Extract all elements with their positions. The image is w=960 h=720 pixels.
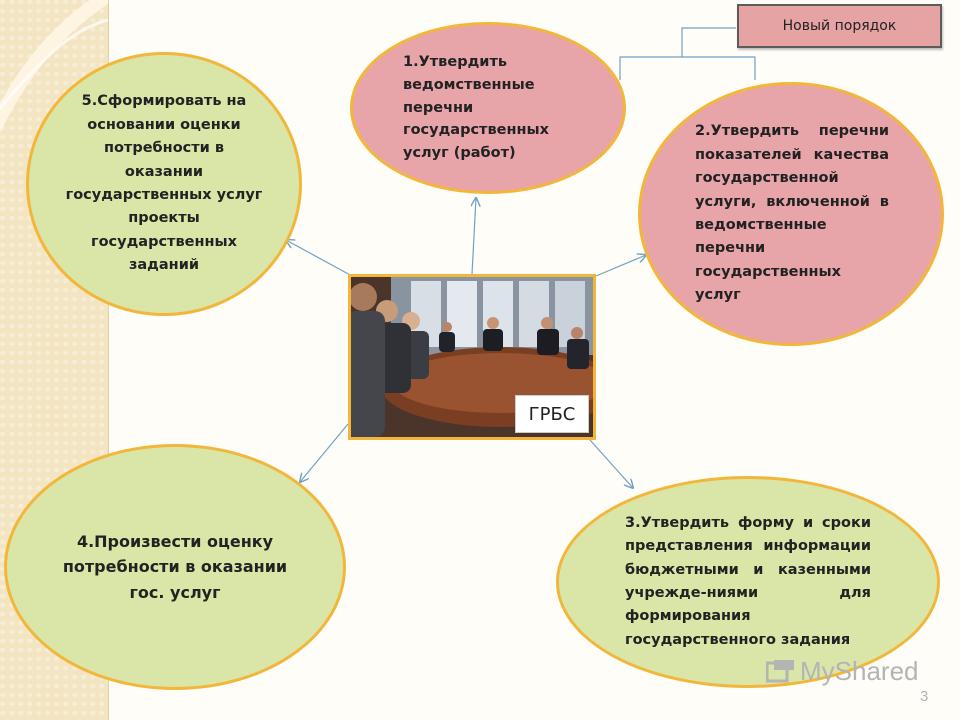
bracket-new-order xyxy=(619,27,756,80)
new-order-label: Новый порядок xyxy=(782,18,897,34)
arrow-to-node-3 xyxy=(589,439,633,488)
node-5-form-assignments: 5.Сформировать на основании оценки потре… xyxy=(26,52,302,316)
node-3-reporting-form: 3.Утвердить форму и сроки представления … xyxy=(556,476,940,688)
arrow-to-node-1 xyxy=(472,198,476,275)
node-2-quality-indicators: 2.Утвердить перечни показателей качества… xyxy=(638,82,944,346)
new-order-box: Новый порядок xyxy=(737,4,942,48)
myshared-watermark: MyShared xyxy=(766,656,919,687)
myshared-logo-icon xyxy=(766,659,794,682)
node-1-approve-lists: 1.Утвердить ведомственные перечни госуда… xyxy=(350,22,626,194)
node-1-text: 1.Утвердить ведомственные перечни госуда… xyxy=(403,54,549,162)
page-number: 3 xyxy=(920,688,929,705)
node-2-text: 2.Утвердить перечни показателей качества… xyxy=(695,123,889,304)
decorative-swirl xyxy=(0,0,108,134)
node-4-text: 4.Произвести оценку потребности в оказан… xyxy=(62,531,288,602)
arrow-to-node-5 xyxy=(286,240,353,277)
arrow-to-node-2 xyxy=(595,255,646,277)
arrow-to-node-4 xyxy=(300,423,349,482)
node-5-text: 5.Сформировать на основании оценки потре… xyxy=(65,93,263,274)
node-3-text: 3.Утвердить форму и сроки представления … xyxy=(625,514,871,648)
node-4-assess-demand: 4.Произвести оценку потребности в оказан… xyxy=(4,444,346,690)
meeting-photo: ГРБС xyxy=(348,274,596,440)
watermark-text: MyShared xyxy=(800,656,919,686)
grbs-label: ГРБС xyxy=(515,395,589,433)
